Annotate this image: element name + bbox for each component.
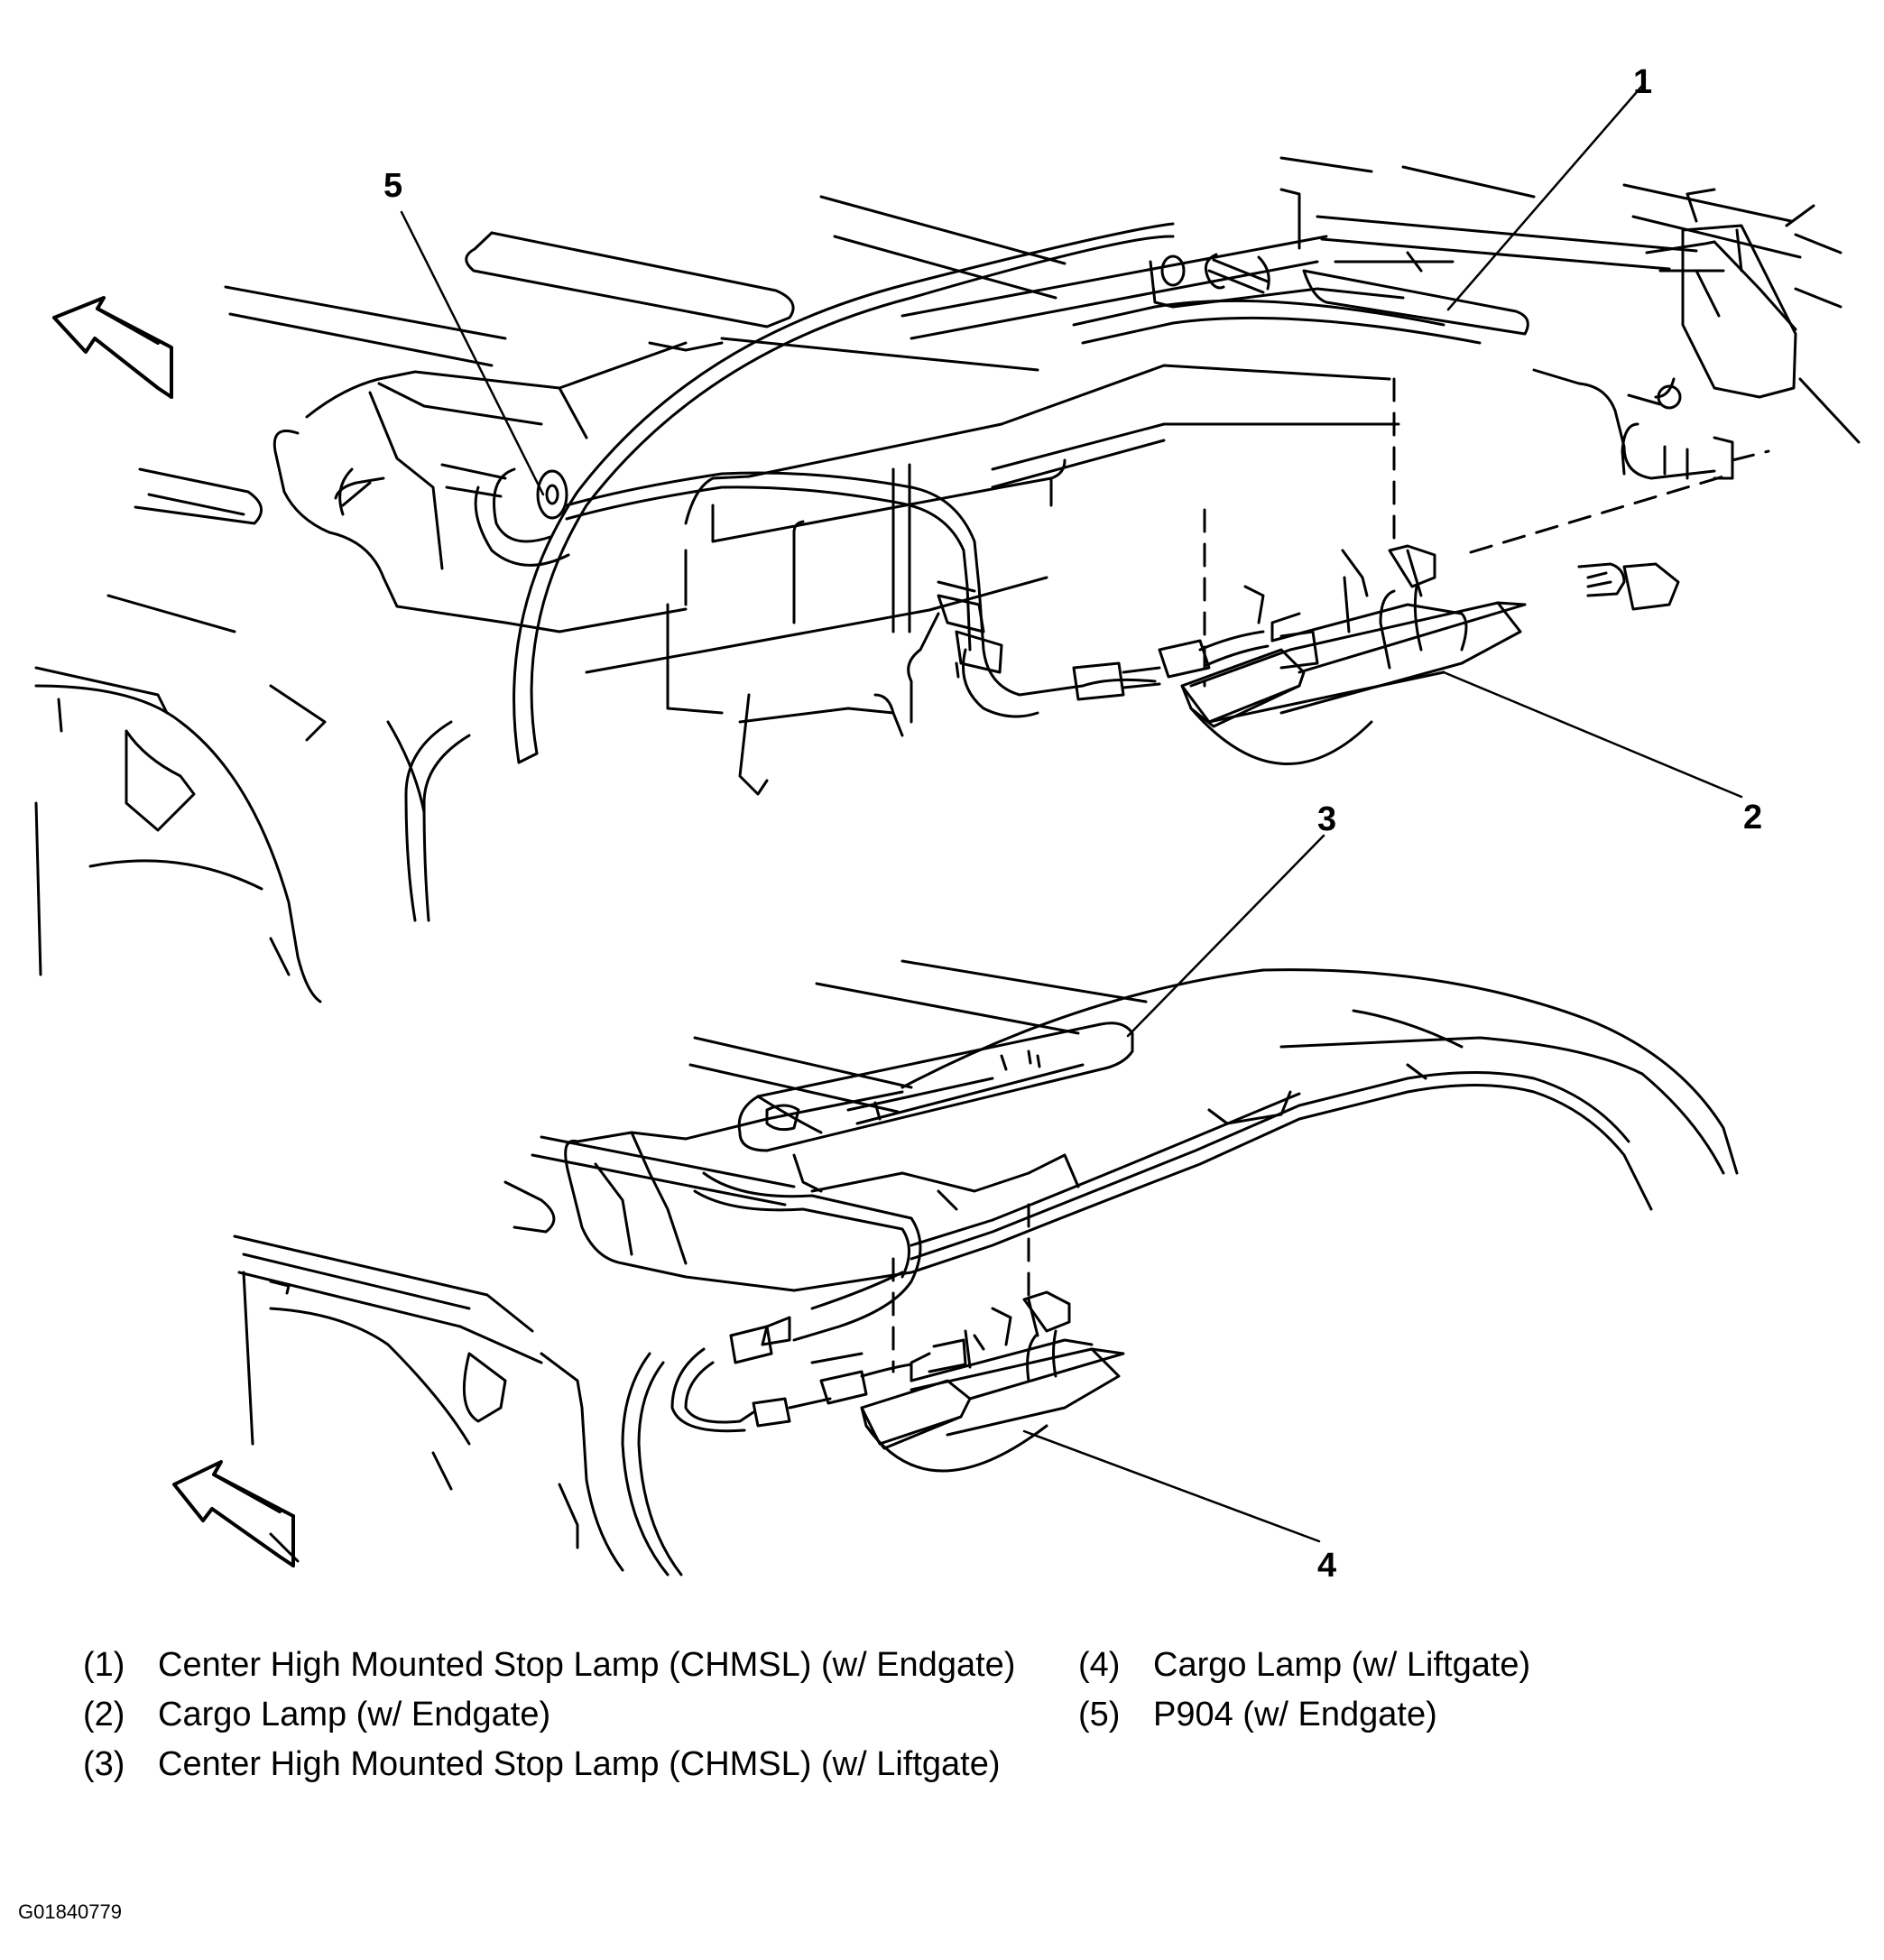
legend-item-3: (3) Center High Mounted Stop Lamp (CHMSL… <box>83 1743 1030 1786</box>
callout-number-4: 4 <box>1317 1547 1336 1585</box>
callout-leader-2 <box>1442 670 1743 799</box>
lens-bracket <box>738 612 940 796</box>
legend-text: Center High Mounted Stop Lamp (CHMSL) (w… <box>158 1745 1001 1783</box>
exploded-view-illustration: 1 2 3 4 5 <box>34 63 1861 1585</box>
legend-text: Center High Mounted Stop Lamp (CHMSL) (w… <box>158 1646 1016 1684</box>
legend-number: (1) <box>83 1646 125 1684</box>
callout-number-1: 1 <box>1633 63 1652 101</box>
legend-number: (4) <box>1078 1646 1121 1684</box>
dashed-leaders-upper <box>1203 377 1770 688</box>
lower-view-liftgate <box>172 959 1739 1576</box>
fastener-bolt <box>1577 562 1680 611</box>
legend-number: (5) <box>1078 1696 1121 1733</box>
callout-leader-3 <box>1126 834 1325 1038</box>
figure-id: G01840779 <box>18 1900 122 1923</box>
cargo-lamp-liftgate <box>860 1290 1125 1473</box>
callout-numbers: 1 2 3 4 5 <box>383 63 1762 1585</box>
harness-upper <box>565 471 1270 718</box>
callouts <box>400 84 1743 1543</box>
chmsl-endgate-lamp <box>513 222 1482 764</box>
harness-lower <box>670 1171 922 1433</box>
callout-number-2: 2 <box>1743 799 1762 837</box>
liftgate-frame <box>564 968 1739 1292</box>
p904-connector <box>338 463 570 567</box>
cargo-lamp-endgate <box>1180 544 1527 766</box>
roof-ribs-upper <box>134 156 1802 525</box>
callout-number-5: 5 <box>383 167 402 205</box>
legend-number: (2) <box>83 1696 125 1733</box>
legend-number: (3) <box>83 1745 125 1783</box>
legend-item-5: (5) P904 (w/ Endgate) <box>1078 1694 1800 1736</box>
callout-leader-4 <box>1022 1429 1321 1543</box>
legend-text: P904 (w/ Endgate) <box>1153 1696 1437 1733</box>
legend-left-column: (1) Center High Mounted Stop Lamp (CHMSL… <box>83 1644 1030 1793</box>
quarter-panel-left <box>34 594 471 1003</box>
legend-item-4: (4) Cargo Lamp (w/ Liftgate) <box>1078 1644 1800 1687</box>
hinge-bolts <box>1160 251 1682 410</box>
legend-item-2: (2) Cargo Lamp (w/ Endgate) <box>83 1694 1030 1736</box>
legend-text: Cargo Lamp (w/ Liftgate) <box>1153 1646 1531 1684</box>
dashed-leaders-lower <box>891 1203 1030 1373</box>
direction-arrow-upper <box>52 296 173 399</box>
legend-text: Cargo Lamp (w/ Endgate) <box>158 1696 551 1733</box>
quarter-panel-lower <box>233 1234 683 1576</box>
upper-view-endgate <box>34 156 1861 1003</box>
direction-arrow-lower <box>172 1460 295 1567</box>
legend-item-1: (1) Center High Mounted Stop Lamp (CHMSL… <box>83 1644 1030 1687</box>
callout-leader-1 <box>1446 84 1644 311</box>
roof-ribs-lower <box>503 959 1464 1234</box>
callout-number-3: 3 <box>1317 800 1336 838</box>
legend-right-column: (4) Cargo Lamp (w/ Liftgate) (5) P904 (w… <box>1078 1644 1800 1743</box>
callout-leader-5 <box>400 210 545 496</box>
chmsl-liftgate-lamp <box>737 1022 1134 1193</box>
